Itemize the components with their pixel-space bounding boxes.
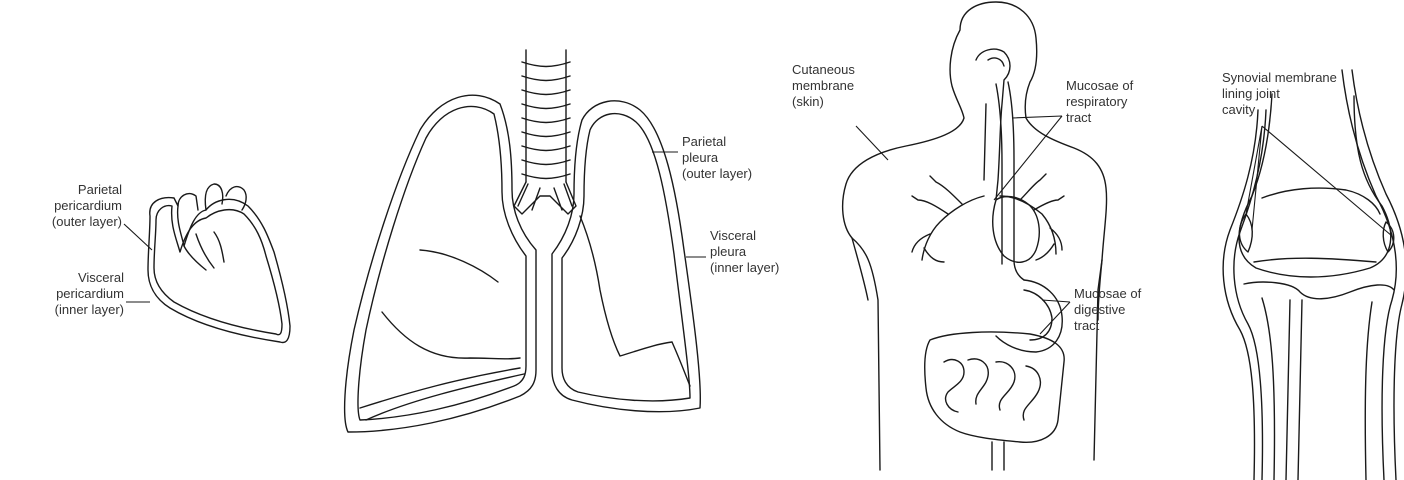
heart-aorta — [178, 184, 246, 210]
left-lung-visceral — [562, 114, 690, 401]
digestive-leader — [1040, 300, 1070, 334]
label-synovial-membrane: Synovial membrane lining joint cavity — [1222, 70, 1337, 118]
right-lung-visceral — [358, 106, 526, 420]
rectum — [992, 442, 1004, 470]
label-parietal-pericardium: Parietal pericardium (outer layer) — [18, 182, 122, 230]
torso-drawing — [843, 2, 1107, 470]
heart-drawing — [148, 184, 290, 342]
capsule-right — [1342, 70, 1404, 480]
joint-line — [1254, 258, 1376, 262]
label-mucosae-digestive: Mucosae of digestive tract — [1074, 286, 1141, 334]
label-mucosae-respiratory: Mucosae of respiratory tract — [1066, 78, 1133, 126]
heart-parietal-leader — [124, 224, 152, 250]
bronchial-tree-right — [912, 176, 984, 262]
bronchial-tree-left — [1000, 174, 1064, 260]
left-lung-fissure — [580, 216, 690, 386]
femur — [1239, 94, 1391, 277]
label-visceral-pericardium: Visceral pericardium (inner layer) — [18, 270, 124, 318]
label-visceral-pleura: Visceral pleura (inner layer) — [710, 228, 779, 276]
right-lung-fissure — [360, 250, 524, 420]
tibia — [1244, 282, 1394, 480]
cutaneous-leader — [856, 126, 888, 160]
trachea-rings — [522, 62, 570, 179]
label-parietal-pleura: Parietal pleura (outer layer) — [682, 134, 752, 182]
capsule-left — [1223, 110, 1266, 480]
knee-drawing — [1223, 70, 1404, 480]
fibula — [1286, 300, 1302, 480]
heart-coronary — [184, 232, 224, 270]
femur-inner — [1262, 188, 1380, 214]
respiratory-tract — [976, 49, 1010, 200]
label-cutaneous-membrane: Cutaneous membrane (skin) — [792, 62, 855, 110]
bronchi — [514, 182, 576, 214]
lungs-drawing — [345, 50, 701, 432]
body-outline — [843, 2, 1107, 470]
right-lung-parietal — [345, 95, 536, 432]
respiratory-leader — [994, 116, 1062, 200]
left-lung-parietal — [552, 101, 700, 412]
intestines — [925, 332, 1064, 442]
